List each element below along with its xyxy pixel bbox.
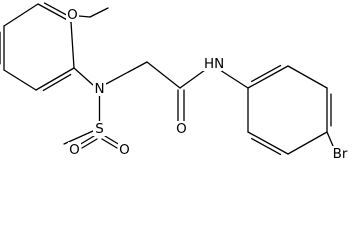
bond-ring2-ef (247, 131, 289, 155)
bond-so-right-2 (101, 138, 118, 149)
bond-c-nh (179, 69, 206, 89)
bond-n-ch2 (105, 61, 148, 85)
bond-so-left-1 (78, 135, 95, 146)
bond-ring1-fa-inner (43, 2, 69, 17)
atom-label-sulfonyl-o-left: O (69, 142, 80, 158)
atom-sulfonyl-oxygen-left: O (68, 142, 81, 158)
bond-ring1-bc (35, 67, 75, 91)
bond-ethyl-co (78, 15, 91, 18)
bond-ring1-bc-inner (42, 73, 72, 92)
bond-ring2-ab (247, 65, 289, 89)
bond-s-me (63, 130, 94, 145)
svg-text:HN: HN (204, 56, 224, 72)
bond-ring2-bc (287, 65, 328, 89)
bond-ring2-de (287, 131, 328, 155)
bond-ring-br (326, 131, 334, 147)
bond-ch2-c (146, 61, 181, 89)
bond-ring2-ab-inner (251, 64, 282, 83)
bond-ring1-ab (70, 21, 75, 69)
bond-ring1-fa (37, 3, 72, 23)
molecule-structure-diagram: O N S O O HN O (0, 2, 351, 162)
atom-label-carbonyl-o: O (176, 121, 187, 137)
bond-nh-ring (219, 69, 249, 89)
atom-label-amide-n: N (214, 56, 224, 72)
atom-label-sulfur: S (95, 121, 104, 137)
bond-ring1-ef (3, 3, 39, 27)
atom-labels: O N S O O HN O (66, 7, 351, 162)
atom-ethoxy-oxygen: O (66, 7, 79, 23)
atom-amide-nitrogen: HN (200, 56, 224, 72)
atom-sulfur: S (93, 121, 106, 137)
atom-sulfonyl-oxygen-right: O (118, 142, 131, 158)
bonds (0, 2, 334, 156)
atom-label-ethoxy-o: O (67, 7, 78, 23)
atom-label-bromine: Br (333, 146, 348, 162)
bond-so-right-1 (104, 135, 121, 146)
bond-so-left-2 (81, 138, 98, 149)
bond-ring2-ef-inner (251, 137, 282, 156)
bond-ethyl-cc (89, 7, 109, 18)
bond-ring-n (73, 67, 94, 86)
atom-bromine: Br (329, 146, 351, 162)
atom-sulfonamide-nitrogen: N (93, 81, 106, 97)
bond-ring1-cd (3, 69, 37, 91)
atom-label-sulfonamide-n: N (94, 81, 104, 97)
atom-label-sulfonyl-o-right: O (119, 142, 130, 158)
atom-label-amide-h: H (204, 56, 214, 72)
atom-carbonyl-oxygen: O (175, 121, 188, 137)
molecule-svg: O N S O O HN O (0, 2, 351, 162)
